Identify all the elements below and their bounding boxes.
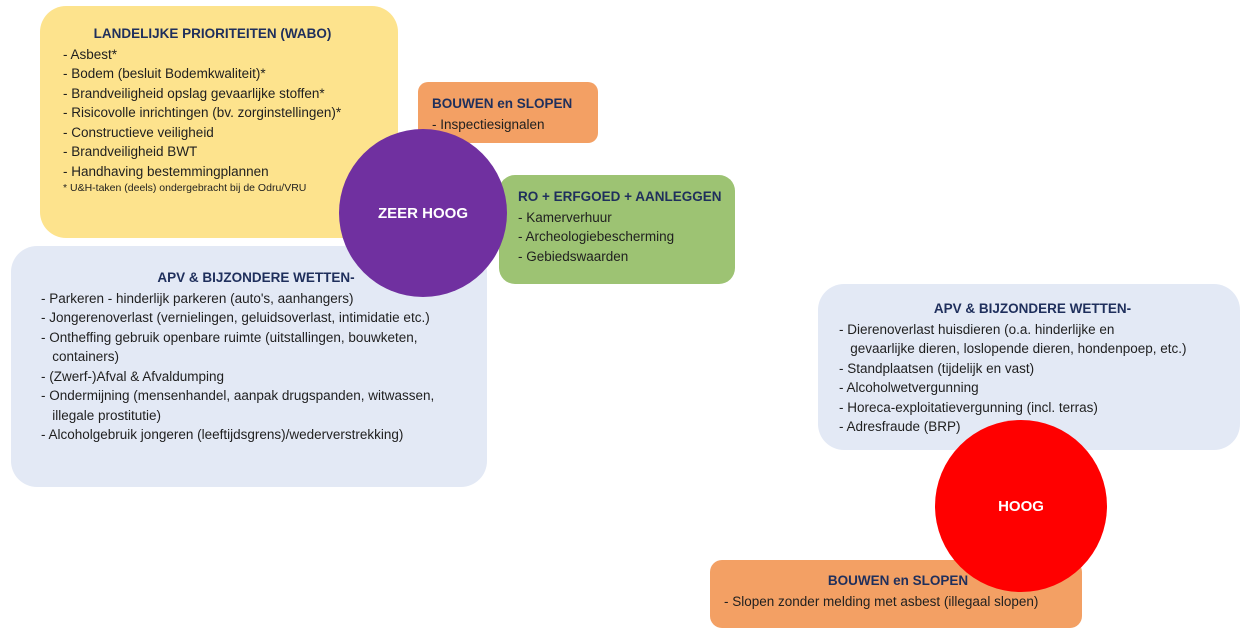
wabo-title: LANDELIJKE PRIORITEITEN (WABO) bbox=[93, 26, 332, 41]
list-item: - (Zwerf-)Afval & Afvaldumping bbox=[41, 368, 225, 384]
wabo-priorities-box: LANDELIJKE PRIORITEITEN (WABO) - Asbest*… bbox=[40, 6, 398, 238]
bouwen-title: BOUWEN en SLOPEN bbox=[432, 96, 573, 111]
wabo-footnote: * U&H-taken (deels) ondergebracht bij de… bbox=[63, 182, 307, 194]
list-item: - Handhaving bestemmingplannen bbox=[63, 163, 269, 179]
list-item: - Adresfraude (BRP) bbox=[839, 419, 961, 434]
list-item: - Standplaatsen (tijdelijk en vast) bbox=[839, 360, 1035, 376]
list-item: - Inspectiesignalen bbox=[432, 116, 545, 132]
hoog-priority-circle: HOOG bbox=[935, 420, 1107, 592]
list-item: - Ontheffing gebruik openbare ruimte (ui… bbox=[41, 329, 418, 345]
list-item: gevaarlijke dieren, loslopende dieren, h… bbox=[839, 341, 1187, 356]
list-item: - Brandveiligheid opslag gevaarlijke sto… bbox=[63, 85, 325, 101]
ro-erfgoed-box: RO + ERFGOED + AANLEGGEN - Kamerverhuur … bbox=[499, 175, 735, 284]
apv-list: - Dierenoverlast huisdieren (o.a. hinder… bbox=[839, 320, 1226, 437]
list-item: - Alcoholgebruik jongeren (leeftijdsgren… bbox=[41, 427, 404, 442]
list-item: - Archeologiebescherming bbox=[518, 229, 675, 244]
list-item: - Bodem (besluit Bodemkwaliteit)* bbox=[63, 66, 266, 81]
list-item: - Jongerenoverlast (vernielingen, geluid… bbox=[41, 310, 430, 325]
list-item: - Risicovolle inrichtingen (bv. zorginst… bbox=[63, 105, 342, 120]
list-item: - Parkeren - hinderlijk parkeren (auto's… bbox=[41, 290, 354, 306]
hoog-label: HOOG bbox=[998, 497, 1044, 515]
list-item: - Kamerverhuur bbox=[518, 209, 612, 225]
list-item: - Alcoholwetvergunning bbox=[839, 380, 979, 395]
ro-title: RO + ERFGOED + AANLEGGEN bbox=[518, 189, 722, 204]
apv-title: APV & BIJZONDERE WETTEN- bbox=[933, 301, 1132, 316]
bouwen-list: - Slopen zonder melding met asbest (ille… bbox=[724, 592, 1072, 612]
bouwen-title: BOUWEN en SLOPEN bbox=[827, 573, 969, 588]
list-item: - Asbest* bbox=[63, 46, 118, 62]
list-item: - Gebiedswaarden bbox=[518, 248, 629, 264]
wabo-list: - Asbest* - Bodem (besluit Bodemkwalitei… bbox=[63, 45, 382, 196]
list-item: - Slopen zonder melding met asbest (ille… bbox=[724, 593, 1039, 609]
list-item: - Horeca-exploitatievergunning (incl. te… bbox=[839, 399, 1098, 415]
list-item: - Ondermijning (mensenhandel, aanpak dru… bbox=[41, 388, 435, 403]
list-item: - Dierenoverlast huisdieren (o.a. hinder… bbox=[839, 321, 1115, 337]
list-item: illegale prostitutie) bbox=[41, 407, 162, 423]
zeer-hoog-priority-circle: ZEER HOOG bbox=[339, 129, 507, 297]
ro-list: - Kamerverhuur - Archeologiebescherming … bbox=[518, 208, 725, 267]
apv-list: - Parkeren - hinderlijk parkeren (auto's… bbox=[41, 289, 471, 445]
list-item: - Constructieve veiligheid bbox=[63, 124, 214, 140]
list-item: containers) bbox=[41, 349, 120, 364]
zeer-hoog-label: ZEER HOOG bbox=[377, 204, 468, 222]
list-item: - Brandveiligheid BWT bbox=[63, 144, 198, 159]
bouwen-list: - Inspectiesignalen bbox=[432, 115, 588, 135]
apv-title: APV & BIJZONDERE WETTEN- bbox=[157, 270, 355, 285]
